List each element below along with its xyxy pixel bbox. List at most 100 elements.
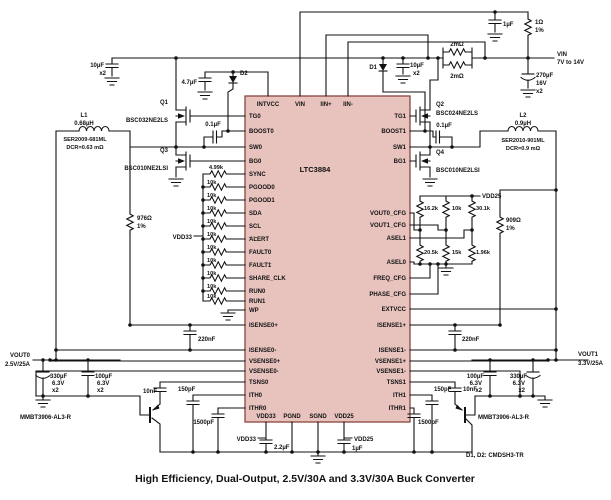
ground-icon	[395, 75, 411, 84]
label-q4-part: BSC010NE2LSI	[436, 168, 480, 174]
label-vout1-spec: 3.3V/25A	[578, 361, 604, 367]
label-res-10k: 10k	[207, 294, 217, 300]
label-cap-10uf-left: 10µF	[90, 63, 104, 69]
label-res-909-tol: 1%	[506, 226, 515, 232]
pin-iin-plus: IIN+	[320, 102, 332, 108]
pin-tg1: TG1	[394, 114, 406, 120]
pin-pgnd: PGND	[283, 414, 301, 420]
label-q2-part: BSC024NE2LS	[436, 111, 478, 117]
pin-sw1: SW1	[393, 145, 407, 151]
label-cap-2p2uf: 2.2µF	[274, 445, 290, 451]
pin-tsns0: TSNS0	[249, 380, 269, 386]
label-cap-330uf-left: 330µF	[50, 374, 67, 380]
input-section-labels: 1µF 1Ω 1% VIN 7V to 14V 270µF 16V x2 2mΩ…	[90, 20, 584, 95]
pin-sda: SDA	[249, 211, 262, 217]
schematic-title: High Efficiency, Dual-Output, 2.5V/30A a…	[135, 473, 475, 485]
label-res-909: 909Ω	[506, 218, 521, 224]
pin-wp: WP	[249, 308, 259, 314]
pin-tsns1: TSNS1	[387, 380, 407, 386]
label-vout0: VOUT0	[10, 353, 31, 359]
label-res-10k: 10k	[207, 180, 217, 186]
label-res-10k: 10k	[207, 245, 217, 251]
cap-150pf-right	[425, 400, 439, 406]
cap-0p1uf-left	[212, 130, 218, 144]
label-res-1ohm-tol: 1%	[535, 28, 544, 34]
pin-fault0: FAULT0	[249, 250, 272, 256]
label-res-10k: 10k	[207, 193, 217, 199]
pin-vsense1-minus: VSENSE1-	[376, 369, 406, 375]
cap-330uf-right	[525, 371, 541, 379]
label-cap-10uf-left-x2: x2	[99, 71, 106, 77]
label-l2-part: SER2010-901ML	[501, 138, 545, 144]
label-cap-100uf-left-v: 6.3V	[97, 381, 109, 387]
ground-icon	[422, 178, 438, 187]
label-res-1ohm: 1Ω	[535, 20, 543, 26]
label-q4: Q4	[436, 150, 445, 156]
label-res-30p1k: 30.1k	[476, 206, 491, 212]
label-q1-part: BSC032NE2LS	[126, 118, 168, 124]
pin-asel1: ASEL1	[387, 236, 407, 242]
label-res-976: 976Ω	[137, 216, 152, 222]
label-cap-270uf-v: 16V	[536, 81, 547, 87]
pin-vdd25: VDD25	[334, 414, 354, 420]
res-10k-cfg	[442, 197, 450, 221]
label-cap-0p1uf-right: 0.1µF	[436, 123, 452, 129]
pin-fault1: FAULT1	[249, 263, 272, 269]
res-1p96k	[468, 241, 476, 265]
bottom-section: VDD33 2.2µF VDD25 1µF	[159, 421, 473, 464]
label-res-10k: 10k	[207, 284, 217, 290]
label-l2-val: 0.9µH	[515, 121, 531, 127]
label-cap-1uf-vdd25: 1µF	[352, 446, 363, 452]
pin-freq-cfg: FREQ_CFG	[373, 276, 406, 282]
cap-100uf-left	[81, 371, 95, 377]
label-l1-val: 0.68µH	[74, 121, 93, 127]
label-res-1p96k: 1.96k	[476, 250, 491, 256]
pin-sw0: SW0	[249, 145, 263, 151]
label-l1-part: SER2009-681ML	[63, 137, 107, 143]
mosfet-q3-icon	[175, 151, 191, 171]
pin-alert: ALERT	[249, 237, 269, 243]
cap-270uf	[520, 73, 536, 81]
vout1-output: VOUT1 3.3V/25A 100µF 6.3V x2 330µF 6.3V …	[407, 352, 604, 453]
label-cap-10nf-left: 10nF	[143, 389, 157, 395]
ground-icon	[35, 399, 51, 408]
cap-220nf-right	[448, 330, 462, 336]
label-vdd33-bottom: VDD33	[237, 437, 257, 443]
label-vdd25-rail: VDD25	[482, 194, 502, 200]
pin-boost1: BOOST1	[381, 129, 406, 135]
vout0-output: VOUT0 2.5V/25A 330µF 6.3V x2 100µF 6.3V …	[5, 353, 246, 453]
cap-220nf-left	[183, 330, 197, 336]
ground-icon	[104, 77, 120, 86]
label-cap-220nf-right: 220nF	[462, 337, 480, 343]
label-cap-100uf-left-x2: x2	[97, 388, 104, 394]
pin-bg0: BG0	[249, 159, 262, 165]
ground-icon	[197, 91, 213, 100]
cap-10uf-right	[396, 63, 410, 69]
pin-vdd33: VDD33	[256, 414, 276, 420]
cfg-network: VDD25 16.2k 10k 30.1k 20.5k 15k 1.96k	[409, 194, 557, 310]
pin-ith1: ITH1	[393, 393, 407, 399]
cap-4p7uf	[198, 77, 212, 83]
label-cap-4p7uf: 4.7µF	[182, 80, 198, 86]
label-res-976-tol: 1%	[137, 224, 146, 230]
pin-ithr1: ITHR1	[389, 406, 407, 412]
ic-outline	[244, 95, 411, 423]
label-l1: L1	[80, 113, 88, 119]
label-l1-dcr: DCR=0.63 mΩ	[66, 145, 104, 151]
label-cap-0p1uf-left: 0.1µF	[205, 122, 221, 128]
mosfet-q2-icon	[415, 106, 431, 126]
cap-1uf-top	[488, 19, 502, 25]
pin-boost0: BOOST0	[249, 129, 274, 135]
label-cap-330uf-right: 330µF	[510, 374, 527, 380]
pin-pgood0: PGOOD0	[249, 185, 275, 191]
res-2mohm-a	[445, 48, 471, 56]
pin-share-clk: SHARE_CLK	[249, 276, 286, 282]
label-res-2mohm-b: 2mΩ	[450, 74, 464, 80]
cap-2p2uf	[259, 439, 273, 445]
label-cap-100uf-left: 100µF	[95, 374, 112, 380]
pin-ith0: ITH0	[249, 393, 263, 399]
res-15k	[442, 241, 450, 265]
pin-extvcc: EXTVCC	[382, 307, 407, 313]
label-cap-330uf-left-v: 6.3V	[52, 381, 64, 387]
label-q1: Q1	[160, 100, 169, 106]
